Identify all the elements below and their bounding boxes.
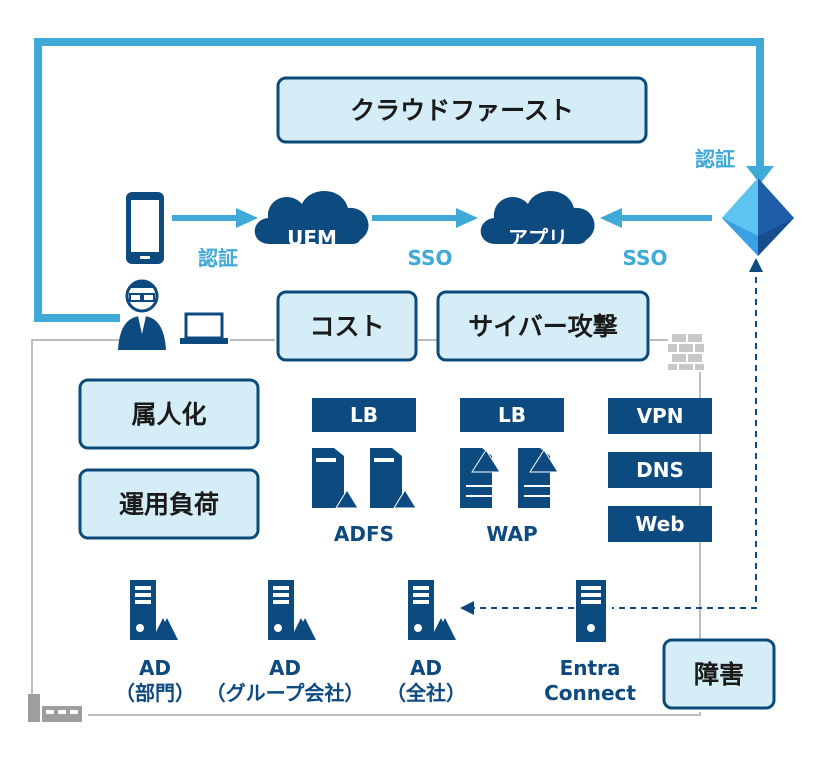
app-label: アプリ (508, 226, 568, 250)
issue-operation-load-box (78, 468, 260, 540)
issue-personalization-box (78, 378, 260, 450)
sync-arrow-left (460, 601, 474, 615)
issue-cyber-attack: サイバー攻撃 (468, 312, 618, 341)
building-outline-bottom (88, 712, 701, 716)
entra-line2: Connect (544, 681, 636, 705)
auth-top-label: 認証 (695, 147, 735, 171)
issue-cloud-first: クラウドファースト (350, 96, 574, 125)
ad-group-line2: （グループ会社） (206, 681, 365, 705)
building-icon (28, 694, 82, 722)
issue-operation-load: 運用負荷 (119, 490, 219, 519)
issue-cyber-attack-box (436, 290, 650, 362)
wap-label: WAP (486, 522, 537, 546)
issue-cloud-first-box (276, 76, 648, 144)
issue-failure-box (662, 638, 776, 710)
lb-wap-label: LB (498, 403, 526, 427)
ad-all-line2: （全社） (386, 681, 466, 705)
sync-dashed-line (612, 266, 757, 609)
ad-group-server-icon (268, 580, 316, 640)
sso-uem-label: SSO (408, 246, 453, 270)
entra-connect-server-icon (576, 580, 606, 642)
issue-failure: 障害 (694, 660, 744, 689)
smartphone-icon (126, 192, 164, 264)
issue-personalization: 属人化 (131, 400, 206, 429)
sync-arrow-up (749, 258, 763, 272)
web-label: Web (635, 512, 684, 536)
auth-mobile-label: 認証 (198, 246, 238, 270)
firewall-icon (668, 334, 704, 370)
auth-loop-line (34, 38, 764, 322)
lb-adfs-label: LB (350, 403, 378, 427)
adfs-server-icon (312, 448, 417, 509)
auth-loop-arrowhead (746, 166, 774, 184)
entra-id-icon (722, 178, 794, 256)
web-box (608, 506, 712, 542)
ad-all-line1: AD (410, 656, 442, 680)
vpn-label: VPN (637, 404, 684, 428)
user-icon (118, 279, 166, 350)
dns-box (608, 452, 712, 488)
lb-wap-box (460, 398, 564, 432)
adfs-label: ADFS (334, 522, 394, 546)
vpn-box (608, 398, 712, 434)
ad-dept-line2: （部門） (115, 681, 195, 705)
dns-label: DNS (636, 458, 684, 482)
ad-dept-line1: AD (139, 656, 171, 680)
ad-all-server-icon (408, 580, 456, 640)
sso-entra-label: SSO (623, 246, 668, 270)
entra-line1: Entra (560, 656, 621, 680)
issue-cost-box (276, 290, 418, 362)
lb-adfs-box (312, 398, 416, 432)
ad-dept-server-icon (130, 580, 178, 640)
uem-label: UEM (287, 226, 337, 250)
ad-group-line1: AD (269, 656, 301, 680)
building-outline-left (31, 339, 120, 715)
wap-server-icon (460, 448, 559, 508)
issue-cost: コスト (309, 312, 384, 341)
laptop-icon (180, 312, 228, 344)
